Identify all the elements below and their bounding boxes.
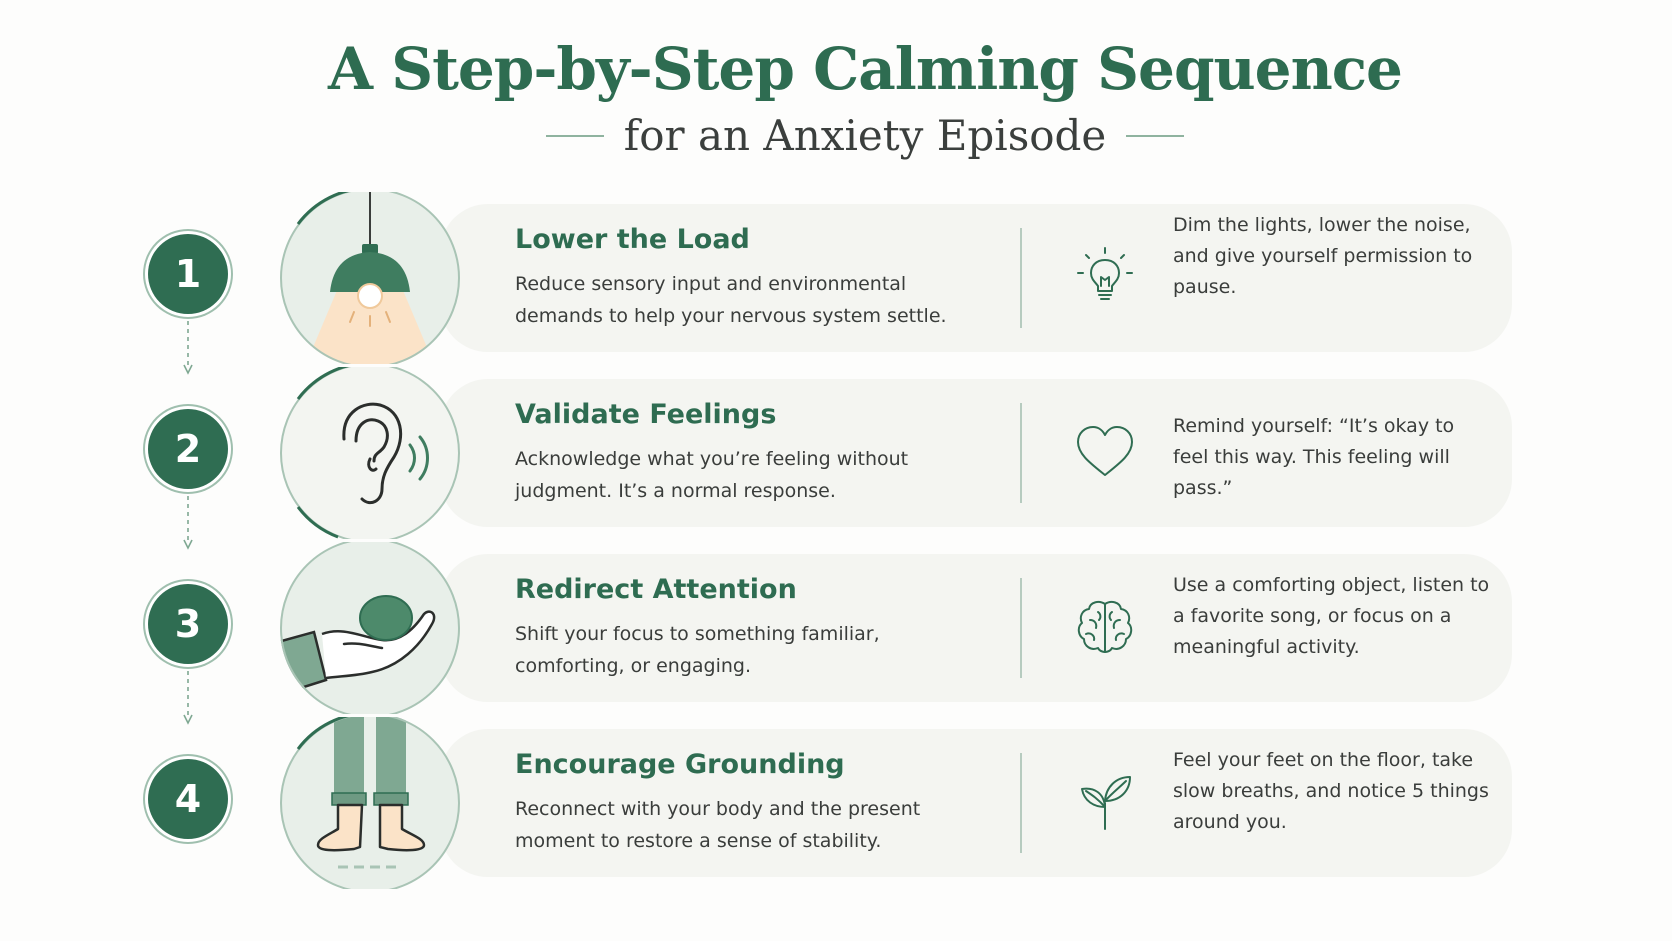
step-tip: Use a comforting object, listen to a fav… (1173, 574, 1490, 658)
hand-holding-stone-icon (280, 542, 460, 714)
brain-icon (1077, 600, 1133, 653)
step-description: Reconnect with your body and the present… (515, 798, 921, 852)
step-number-badge: 1 (148, 234, 228, 314)
step-tip: Remind yourself: “It’s okay to feel this… (1173, 415, 1455, 499)
step-number-badge: 2 (148, 409, 228, 489)
step-row-1: 1 Lower the Load Reduce sensory input an… (0, 192, 1672, 364)
card-divider (1020, 403, 1022, 503)
sprout-icon (1081, 776, 1131, 830)
page-subtitle: for an Anxiety Episode (623, 111, 1107, 160)
step-arrow-1-2 (183, 305, 193, 375)
step-title: Lower the Load (515, 224, 750, 255)
step-card (440, 204, 1512, 352)
step-card (440, 554, 1512, 702)
card-divider (1020, 578, 1022, 678)
subtitle-row: for an Anxiety Episode (0, 108, 1672, 164)
step-tip: Dim the lights, lower the noise, and giv… (1173, 214, 1473, 298)
step-arrow-3-4 (183, 655, 193, 725)
bare-feet-icon (280, 717, 460, 889)
step-row-3: 3 Redirect Attention Shift your focus to… (0, 542, 1672, 714)
step-description: Acknowledge what you’re feeling without … (515, 448, 909, 502)
step-card (440, 379, 1512, 527)
step-arrow-2-3 (183, 480, 193, 550)
step-title: Redirect Attention (515, 574, 797, 605)
subtitle-rule-right (1126, 135, 1185, 137)
pendant-lamp-icon (280, 192, 460, 364)
step-title: Encourage Grounding (515, 749, 845, 780)
heart-icon (1077, 426, 1133, 476)
step-row-2: 2 Validate Feelings Acknowledge what you… (0, 367, 1672, 539)
step-row-4: 4 Encourage Grounding Reconnect with you… (0, 717, 1672, 889)
step-tip: Feel your feet on the floor, take slow b… (1173, 749, 1489, 833)
card-divider (1020, 753, 1022, 853)
step-number-badge: 3 (148, 584, 228, 664)
page-title: A Step-by-Step Calming Sequence (328, 35, 1403, 103)
card-divider (1020, 228, 1022, 328)
step-number-badge: 4 (148, 759, 228, 839)
subtitle-rule-left (545, 135, 604, 137)
ear-icon (280, 367, 460, 539)
lightbulb-icon (1077, 247, 1133, 300)
step-title: Validate Feelings (515, 399, 777, 430)
step-description: Shift your focus to something familiar, … (515, 623, 880, 677)
step-card (440, 729, 1512, 877)
step-description: Reduce sensory input and environmental d… (515, 273, 947, 327)
